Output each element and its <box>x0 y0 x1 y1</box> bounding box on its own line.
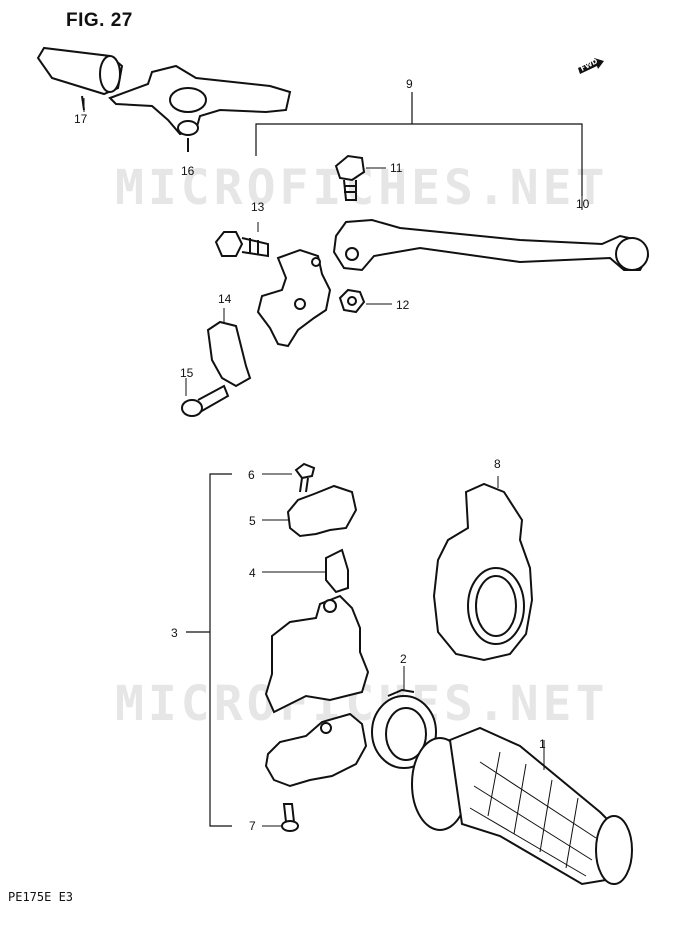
callout-6: 6 <box>248 468 255 482</box>
callout-1: 1 <box>539 737 546 751</box>
part-13-bolt <box>214 222 269 258</box>
part-1-grip <box>411 726 633 886</box>
part-9-bracket-line <box>255 92 583 196</box>
part-10-lever <box>332 218 650 272</box>
part-17-lever-cover <box>36 46 124 111</box>
callout-5: 5 <box>249 514 256 528</box>
callout-10: 10 <box>576 197 590 211</box>
part-3-bracket-line <box>186 473 232 827</box>
part-5-switch-knob <box>262 484 358 538</box>
part-12-nut <box>338 288 392 314</box>
callout-15: 15 <box>180 366 194 380</box>
part-4-spring-plate <box>262 548 349 594</box>
callout-3: 3 <box>171 626 178 640</box>
part-6-screw <box>262 462 316 493</box>
part-upper-housing <box>264 594 370 714</box>
callout-8: 8 <box>494 457 501 471</box>
callout-2: 2 <box>400 652 407 666</box>
part-7-screw <box>262 803 299 832</box>
part-15-screw <box>181 378 230 417</box>
figure-title: FIG. 27 <box>66 10 133 31</box>
callout-17: 17 <box>74 112 88 126</box>
arrow-right-icon <box>578 58 604 74</box>
part-11-bolt <box>334 154 386 201</box>
callout-12: 12 <box>396 298 410 312</box>
callout-14: 14 <box>218 292 232 306</box>
callout-11: 11 <box>390 161 403 175</box>
part-16-lever-holder <box>108 64 292 152</box>
part-14-clamp <box>206 308 252 388</box>
callout-16: 16 <box>181 164 195 178</box>
callout-13: 13 <box>251 200 265 214</box>
part-lower-housing <box>264 712 368 788</box>
part-lever-perch <box>256 248 332 348</box>
callout-9: 9 <box>406 77 413 91</box>
footer-code: PE175E E3 <box>8 890 74 904</box>
callout-7: 7 <box>249 819 256 833</box>
callout-4: 4 <box>249 566 256 580</box>
part-8-throttle-housing <box>432 476 534 662</box>
